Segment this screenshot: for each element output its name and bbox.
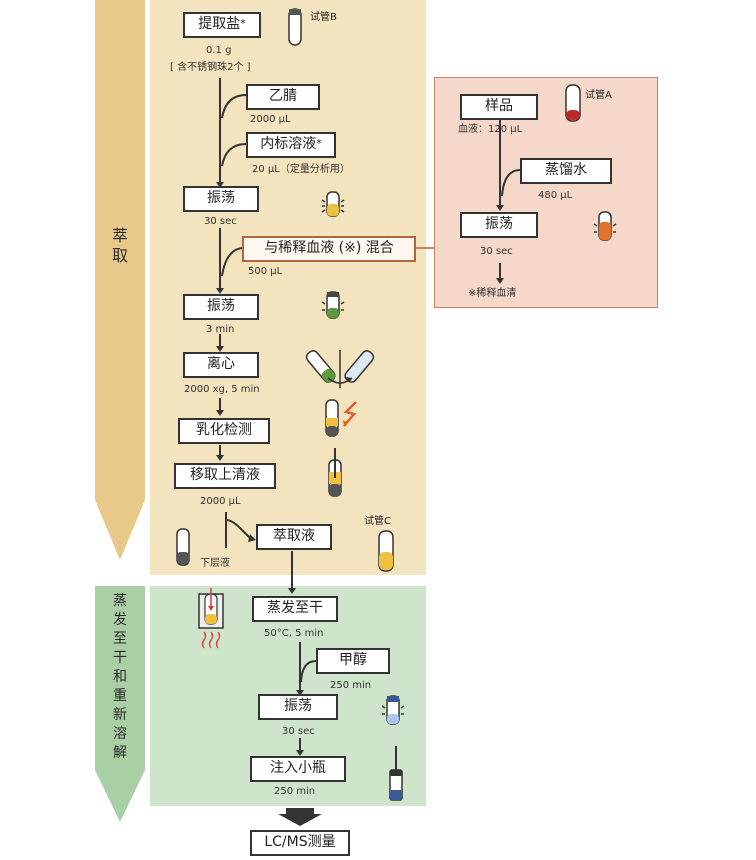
step-shake-2: 振荡 — [183, 294, 259, 320]
step-sample-shake: 振荡 — [460, 212, 538, 238]
step-acetonitrile: 乙腈 — [246, 84, 320, 110]
salt-note: [ 含不锈钢珠2个 ] — [170, 62, 251, 73]
shaker-icon-3 — [381, 695, 405, 725]
shaker-icon-1 — [321, 191, 345, 217]
shaker-icon-2 — [321, 291, 345, 319]
water-quantity: 480 μL — [538, 190, 573, 201]
tube-c-label: 试管C — [364, 516, 391, 527]
step-centrifuge: 离心 — [183, 352, 259, 378]
emulsion-tube-icon — [325, 399, 357, 437]
step-transfer-supernatant: 移取上清液 — [174, 463, 276, 489]
step-emulsion-check: 乳化检测 — [178, 418, 270, 444]
dry-stage-label: 蒸发至干和重新溶解 — [113, 593, 127, 761]
step-shake-1: 振荡 — [183, 186, 259, 212]
step-sample: 样品 — [460, 94, 538, 120]
step-lcms-measurement: LC/MS测量 — [250, 830, 350, 856]
lower-layer-tube-icon — [176, 528, 190, 566]
step-inject-vial: 注入小瓶 — [250, 756, 346, 782]
shaker-icon-sample — [593, 211, 617, 241]
centrifuge-icon — [305, 350, 375, 388]
step-mix-diluted-blood: 与稀释血液 (※) 混合 — [242, 236, 416, 262]
pipette-tube-icon — [328, 448, 342, 497]
shake-2-time: 3 min — [206, 324, 235, 335]
sample-quantity: 血液：120 μL — [458, 124, 523, 135]
step-shake-3: 振荡 — [258, 694, 338, 720]
step-distilled-water: 蒸馏水 — [520, 158, 612, 184]
step-methanol: 甲醇 — [316, 648, 390, 674]
step-internal-standard: 内标溶液 — [246, 132, 336, 158]
diluted-serum-note: ※稀释血清 — [468, 288, 517, 299]
acetonitrile-quantity: 2000 μL — [250, 114, 291, 125]
shake-1-time: 30 sec — [204, 216, 237, 227]
tube-b-icon — [288, 8, 302, 46]
methanol-quantity: 250 min — [330, 680, 372, 691]
inject-quantity: 250 min — [274, 786, 316, 797]
step-extraction-salt-label: 提取盐 — [198, 16, 241, 32]
shake-3-time: 30 sec — [282, 726, 315, 737]
transfer-quantity: 2000 μL — [200, 496, 241, 507]
evaporate-conditions: 50°C, 5 min — [264, 628, 324, 639]
centrifuge-conditions: 2000 xg, 5 min — [184, 384, 260, 395]
tube-c-icon — [378, 530, 394, 572]
sample-shake-time: 30 sec — [480, 246, 513, 257]
mix-quantity: 500 μL — [248, 266, 283, 277]
step-extractant: 萃取液 — [256, 524, 332, 550]
istd-quantity: 20 μL（定量分析用） — [252, 164, 350, 175]
extract-stage-label: 萃取 — [111, 226, 128, 265]
evaporator-icon — [198, 588, 224, 649]
step-extraction-salt: 提取盐 — [183, 12, 261, 38]
step-evaporate: 蒸发至干 — [252, 596, 338, 622]
salt-quantity: 0.1 g — [206, 45, 232, 56]
tube-b-label: 试管B — [310, 12, 337, 23]
lower-layer-label: 下层液 — [200, 558, 230, 569]
tube-a-label: 试管A — [585, 90, 612, 101]
step-internal-standard-label: 内标溶液 — [260, 136, 317, 152]
vial-icon — [389, 746, 403, 801]
tube-a-icon — [565, 84, 581, 122]
